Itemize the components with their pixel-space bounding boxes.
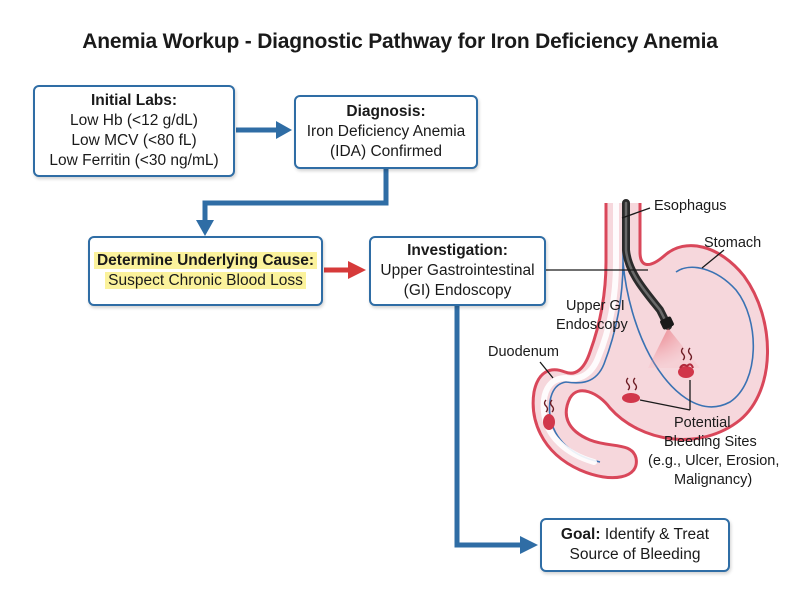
investigation-line-2: (GI) Endoscopy — [403, 282, 512, 299]
arrow-investigation-to-goal — [454, 305, 538, 554]
investigation-heading: Investigation: — [407, 242, 508, 259]
goal-box: Goal: Identify & Treat Source of Bleedin… — [540, 518, 730, 572]
goal-line-2: Source of Bleeding — [569, 546, 701, 563]
stomach-illustration — [531, 200, 769, 480]
bleeding-sites — [543, 347, 694, 430]
label-bleeding-2: Bleeding Sites — [664, 434, 757, 450]
arrow-labs-to-diagnosis — [236, 121, 292, 139]
arrow-cause-to-investigation — [324, 261, 366, 279]
label-esophagus: Esophagus — [654, 198, 727, 214]
gi-tract-outer — [531, 203, 769, 480]
page-title: Anemia Workup - Diagnostic Pathway for I… — [82, 30, 718, 53]
goal-line-1: Identify & Treat — [604, 526, 710, 543]
endoscope — [622, 199, 700, 368]
label-duodenum: Duodenum — [488, 344, 559, 360]
label-upper-gi: Upper GI — [566, 298, 625, 314]
lab-line-mcv: Low MCV (<80 fL) — [71, 132, 197, 149]
diagnosis-line-2: (IDA) Confirmed — [330, 143, 442, 160]
arrow-diagnosis-to-cause — [196, 168, 389, 236]
label-bleeding-1: Potential — [674, 415, 731, 431]
initial-labs-heading: Initial Labs: — [90, 92, 178, 109]
diagnosis-line-1: Iron Deficiency Anemia — [306, 123, 466, 140]
label-stomach: Stomach — [704, 235, 762, 251]
diagnosis-box: Diagnosis: Iron Deficiency Anemia (IDA) … — [294, 95, 478, 169]
gi-tract-lumen — [548, 203, 755, 463]
underlying-cause-box: Determine Underlying Cause: Suspect Chro… — [88, 236, 323, 306]
investigation-box: Investigation: Upper Gastrointestinal (G… — [369, 236, 546, 306]
label-bleeding-4: Malignancy) — [674, 472, 753, 488]
leader-lines — [539, 207, 725, 411]
endoscope-light-beam — [648, 328, 700, 368]
initial-labs-box: Initial Labs: Low Hb (<12 g/dL) Low MCV … — [33, 85, 235, 177]
underlying-cause-line: Suspect Chronic Blood Loss — [105, 272, 306, 289]
diagnosis-heading: Diagnosis: — [346, 103, 426, 120]
label-bleeding-3: (e.g., Ulcer, Erosion, — [648, 453, 780, 469]
investigation-line-1: Upper Gastrointestinal — [380, 262, 535, 279]
goal-heading: Goal: — [560, 526, 601, 543]
lab-line-ferritin: Low Ferritin (<30 ng/mL) — [49, 152, 219, 169]
underlying-cause-heading: Determine Underlying Cause: — [93, 252, 318, 269]
label-endoscopy: Endoscopy — [556, 317, 628, 333]
lab-line-hb: Low Hb (<12 g/dL) — [70, 112, 198, 129]
